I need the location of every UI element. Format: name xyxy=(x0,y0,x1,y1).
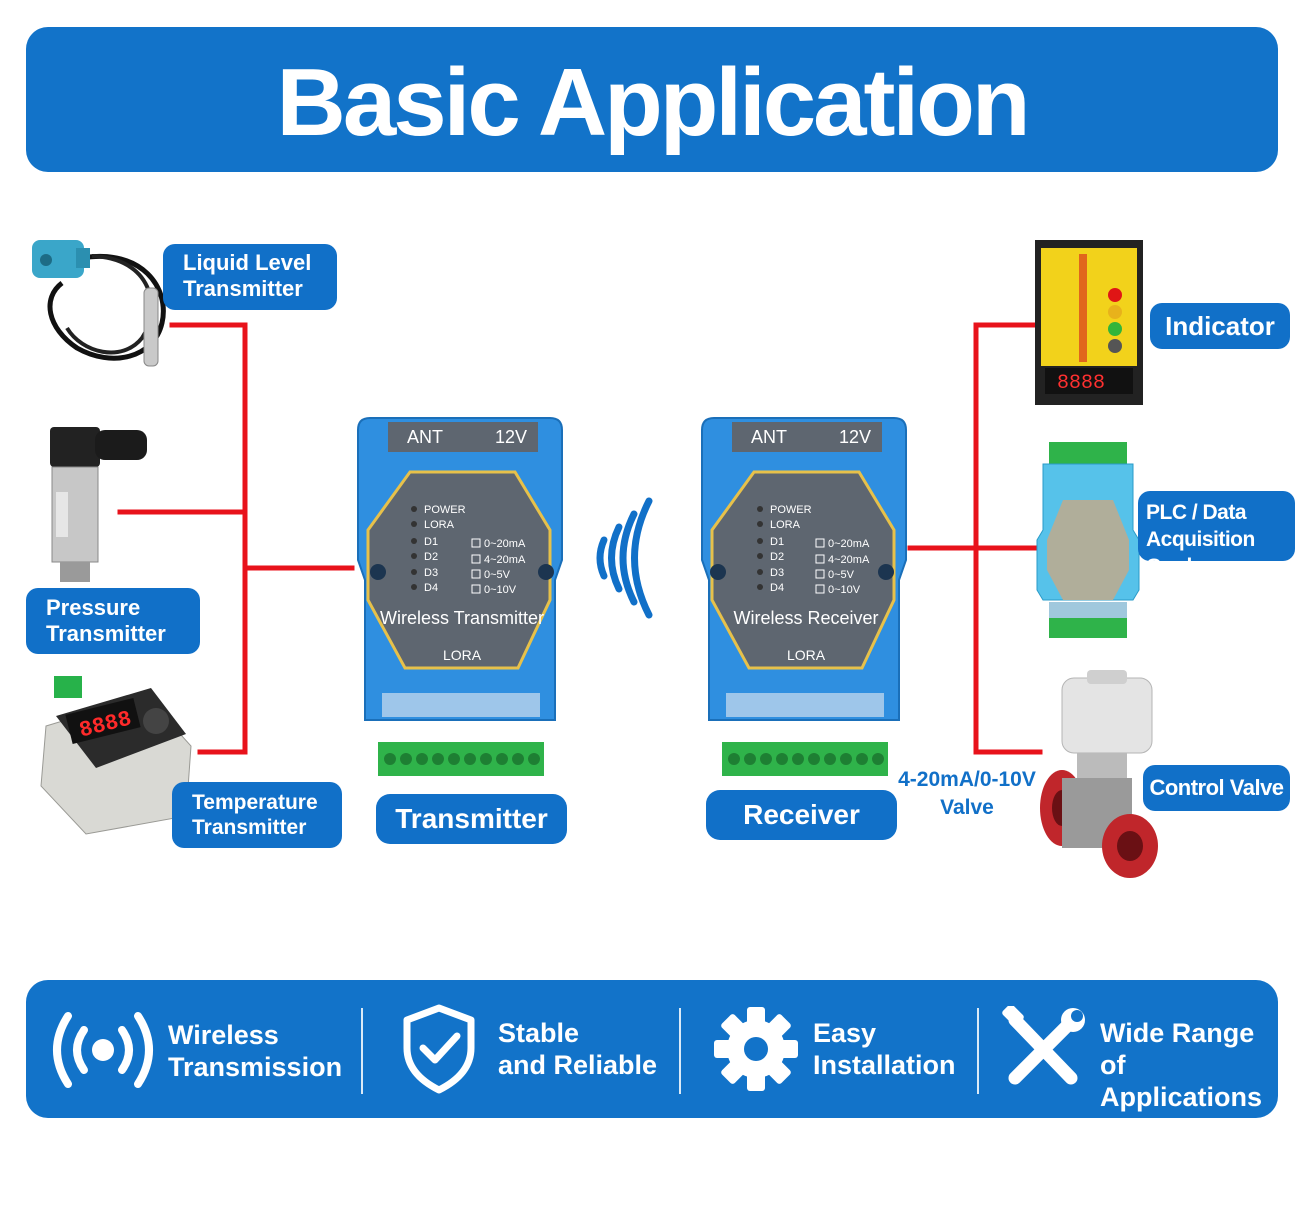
feature-wireless: Wireless Transmission xyxy=(26,980,361,1118)
temperature-label: Temperature Transmitter xyxy=(172,782,342,848)
tools-icon xyxy=(1002,1006,1085,1085)
tx-mode-0-10v: 0~10V xyxy=(484,584,517,596)
wireless-icon xyxy=(53,1012,153,1088)
feature-installation-line1: Easy xyxy=(813,1018,877,1048)
receiver-name: Wireless Receiver xyxy=(733,608,878,628)
indicator-label: Indicator xyxy=(1150,303,1290,349)
feature-installation: Easy Installation xyxy=(681,980,977,1118)
page-title: Basic Application xyxy=(276,49,1031,156)
rx-mode-0-10v: 0~10V xyxy=(828,584,861,596)
tx-led-d2: D2 xyxy=(424,551,438,563)
pressure-label: Pressure Transmitter xyxy=(26,588,200,654)
wire-liquid-level xyxy=(169,322,248,755)
indicator-image: 8888 xyxy=(1035,240,1143,405)
rx-led-d4: D4 xyxy=(770,582,784,594)
receiver-ant-label: ANT xyxy=(751,427,787,447)
feature-installation-line2: Installation xyxy=(813,1050,956,1080)
liquid-level-sensor-image xyxy=(32,240,166,367)
feature-divider xyxy=(361,1008,363,1094)
rx-led-d3: D3 xyxy=(770,567,784,579)
transmitter-caption: Transmitter xyxy=(376,794,567,844)
liquid-level-label: Liquid Level Transmitter xyxy=(163,244,337,310)
receiver-caption: Receiver xyxy=(706,790,897,840)
control-valve-label: Control Valve xyxy=(1143,765,1290,811)
indicator-display: 8888 xyxy=(1057,372,1105,395)
tx-led-lora: LORA xyxy=(424,519,455,531)
feature-stable-line1: Stable xyxy=(498,1018,580,1048)
receiver-module: ANT 12V POWER LORA D1 D2 D3 D4 0~20mA 4~… xyxy=(701,417,907,776)
transmitter-voltage-label: 12V xyxy=(495,427,527,447)
rx-led-power: POWER xyxy=(770,504,812,516)
tx-mode-0-20ma: 0~20mA xyxy=(484,538,526,550)
feature-applications-line2: of Applications xyxy=(1100,1050,1263,1112)
receiver-voltage-label: 12V xyxy=(839,427,871,447)
gear-icon xyxy=(714,1007,798,1091)
plc-image xyxy=(1036,442,1140,638)
features-bar: Wireless Transmission Stable and Reliabl… xyxy=(26,980,1278,1118)
transmitter-protocol: LORA xyxy=(443,647,482,663)
rx-mode-0-5v: 0~5V xyxy=(828,569,855,581)
feature-divider xyxy=(679,1008,681,1094)
wire-indicator xyxy=(973,322,1043,755)
shield-check-icon xyxy=(403,1004,475,1094)
tx-led-d4: D4 xyxy=(424,582,438,594)
transmitter-ant-label: ANT xyxy=(407,427,443,447)
feature-stable: Stable and Reliable xyxy=(363,980,679,1118)
feature-wireless-line2: Transmission xyxy=(168,1052,343,1082)
control-valve-image xyxy=(1040,670,1158,878)
wireless-waves xyxy=(596,497,653,619)
rx-mode-4-20ma: 4~20mA xyxy=(828,554,870,566)
feature-applications-line1: Wide Range xyxy=(1100,1018,1255,1048)
pressure-sensor-image xyxy=(50,427,147,582)
tx-mode-0-5v: 0~5V xyxy=(484,569,511,581)
feature-wireless-line1: Wireless xyxy=(168,1020,279,1050)
plc-label: PLC / Data Acquisition Card xyxy=(1138,491,1295,578)
receiver-protocol: LORA xyxy=(787,647,826,663)
tx-mode-4-20ma: 4~20mA xyxy=(484,554,526,566)
feature-divider xyxy=(977,1008,979,1094)
rx-mode-0-20ma: 0~20mA xyxy=(828,538,870,550)
valve-signal-note: 4-20mA/0-10V Valve xyxy=(898,768,1036,819)
rx-led-d2: D2 xyxy=(770,551,784,563)
feature-applications: Wide Range of Applications xyxy=(979,980,1278,1118)
transmitter-name: Wireless Transmitter xyxy=(380,608,544,628)
feature-stable-line2: and Reliable xyxy=(498,1050,658,1080)
tx-led-d1: D1 xyxy=(424,536,438,548)
tx-led-power: POWER xyxy=(424,504,466,516)
header-banner: Basic Application xyxy=(26,27,1278,172)
rx-led-lora: LORA xyxy=(770,519,801,531)
tx-led-d3: D3 xyxy=(424,567,438,579)
rx-led-d1: D1 xyxy=(770,536,784,548)
transmitter-module: ANT 12V POWER LORA D1 D2 D3 D4 0~20mA 4~… xyxy=(357,417,563,776)
temperature-sensor-image: 8888 xyxy=(40,676,192,835)
